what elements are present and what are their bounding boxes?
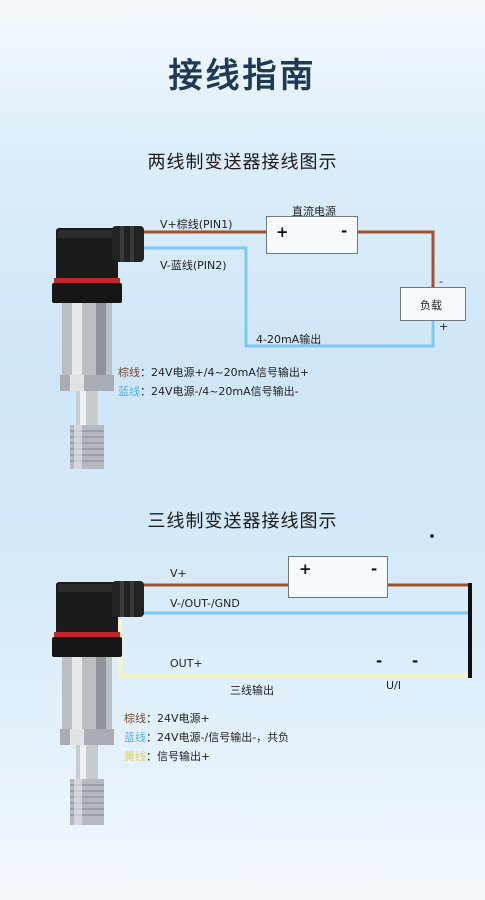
- two-wire-legend-blue: 蓝线：24V电源-/4~20mA信号输出-: [118, 385, 299, 398]
- three-wire-legend-brown: 棕线：24V电源+: [124, 712, 210, 725]
- load-minus-sign: -: [439, 275, 443, 288]
- three-wire-power-box: + -: [288, 556, 388, 598]
- transmitter-device-1: [52, 226, 144, 469]
- two-wire-blue-label: V-蓝线(PIN2): [160, 259, 227, 272]
- three-wire-title: 三线制变送器接线图示: [147, 511, 338, 532]
- two-wire-output-label: 4-20mA输出: [256, 333, 322, 346]
- transmitter-device-2: [52, 581, 144, 825]
- two-wire-blue-wire: [140, 246, 435, 348]
- load-box: 负载: [400, 287, 466, 321]
- three-wire-power-minus: -: [371, 560, 378, 578]
- two-wire-legend-brown: 棕线：24V电源+/4~20mA信号输出+: [118, 366, 310, 379]
- three-wire-out-minus-b: -: [412, 652, 419, 670]
- two-wire-power-plus: +: [276, 223, 289, 241]
- three-wire-output-label: 三线输出: [230, 684, 274, 697]
- three-wire-legend-yellow: 黄线：信号输出+: [124, 750, 211, 763]
- three-wire-out-label: OUT+: [170, 657, 203, 670]
- three-wire-power-plus: +: [299, 560, 312, 578]
- three-wire-ui-label: U/I: [386, 679, 402, 692]
- two-wire-brown-wire: [140, 230, 435, 288]
- load-plus-sign: +: [439, 320, 449, 333]
- three-wire-out-minus-a: -: [376, 652, 383, 670]
- decoration-dot: [430, 534, 434, 538]
- two-wire-title: 两线制变送器接线图示: [147, 152, 338, 173]
- three-wire-legend-blue: 蓝线：24V电源-/信号输出-，共负: [124, 731, 290, 744]
- two-wire-power-box: + -: [266, 216, 358, 254]
- three-wire-vplus-label: V+: [170, 567, 187, 580]
- three-wire-gnd-label: V-/OUT-/GND: [170, 597, 240, 610]
- two-wire-power-label: 直流电源: [292, 205, 336, 218]
- two-wire-power-minus: -: [341, 222, 348, 240]
- page-title: 接线指南: [168, 56, 317, 96]
- two-wire-brown-label: V+棕线(PIN1): [160, 218, 233, 231]
- load-label: 负载: [420, 299, 442, 312]
